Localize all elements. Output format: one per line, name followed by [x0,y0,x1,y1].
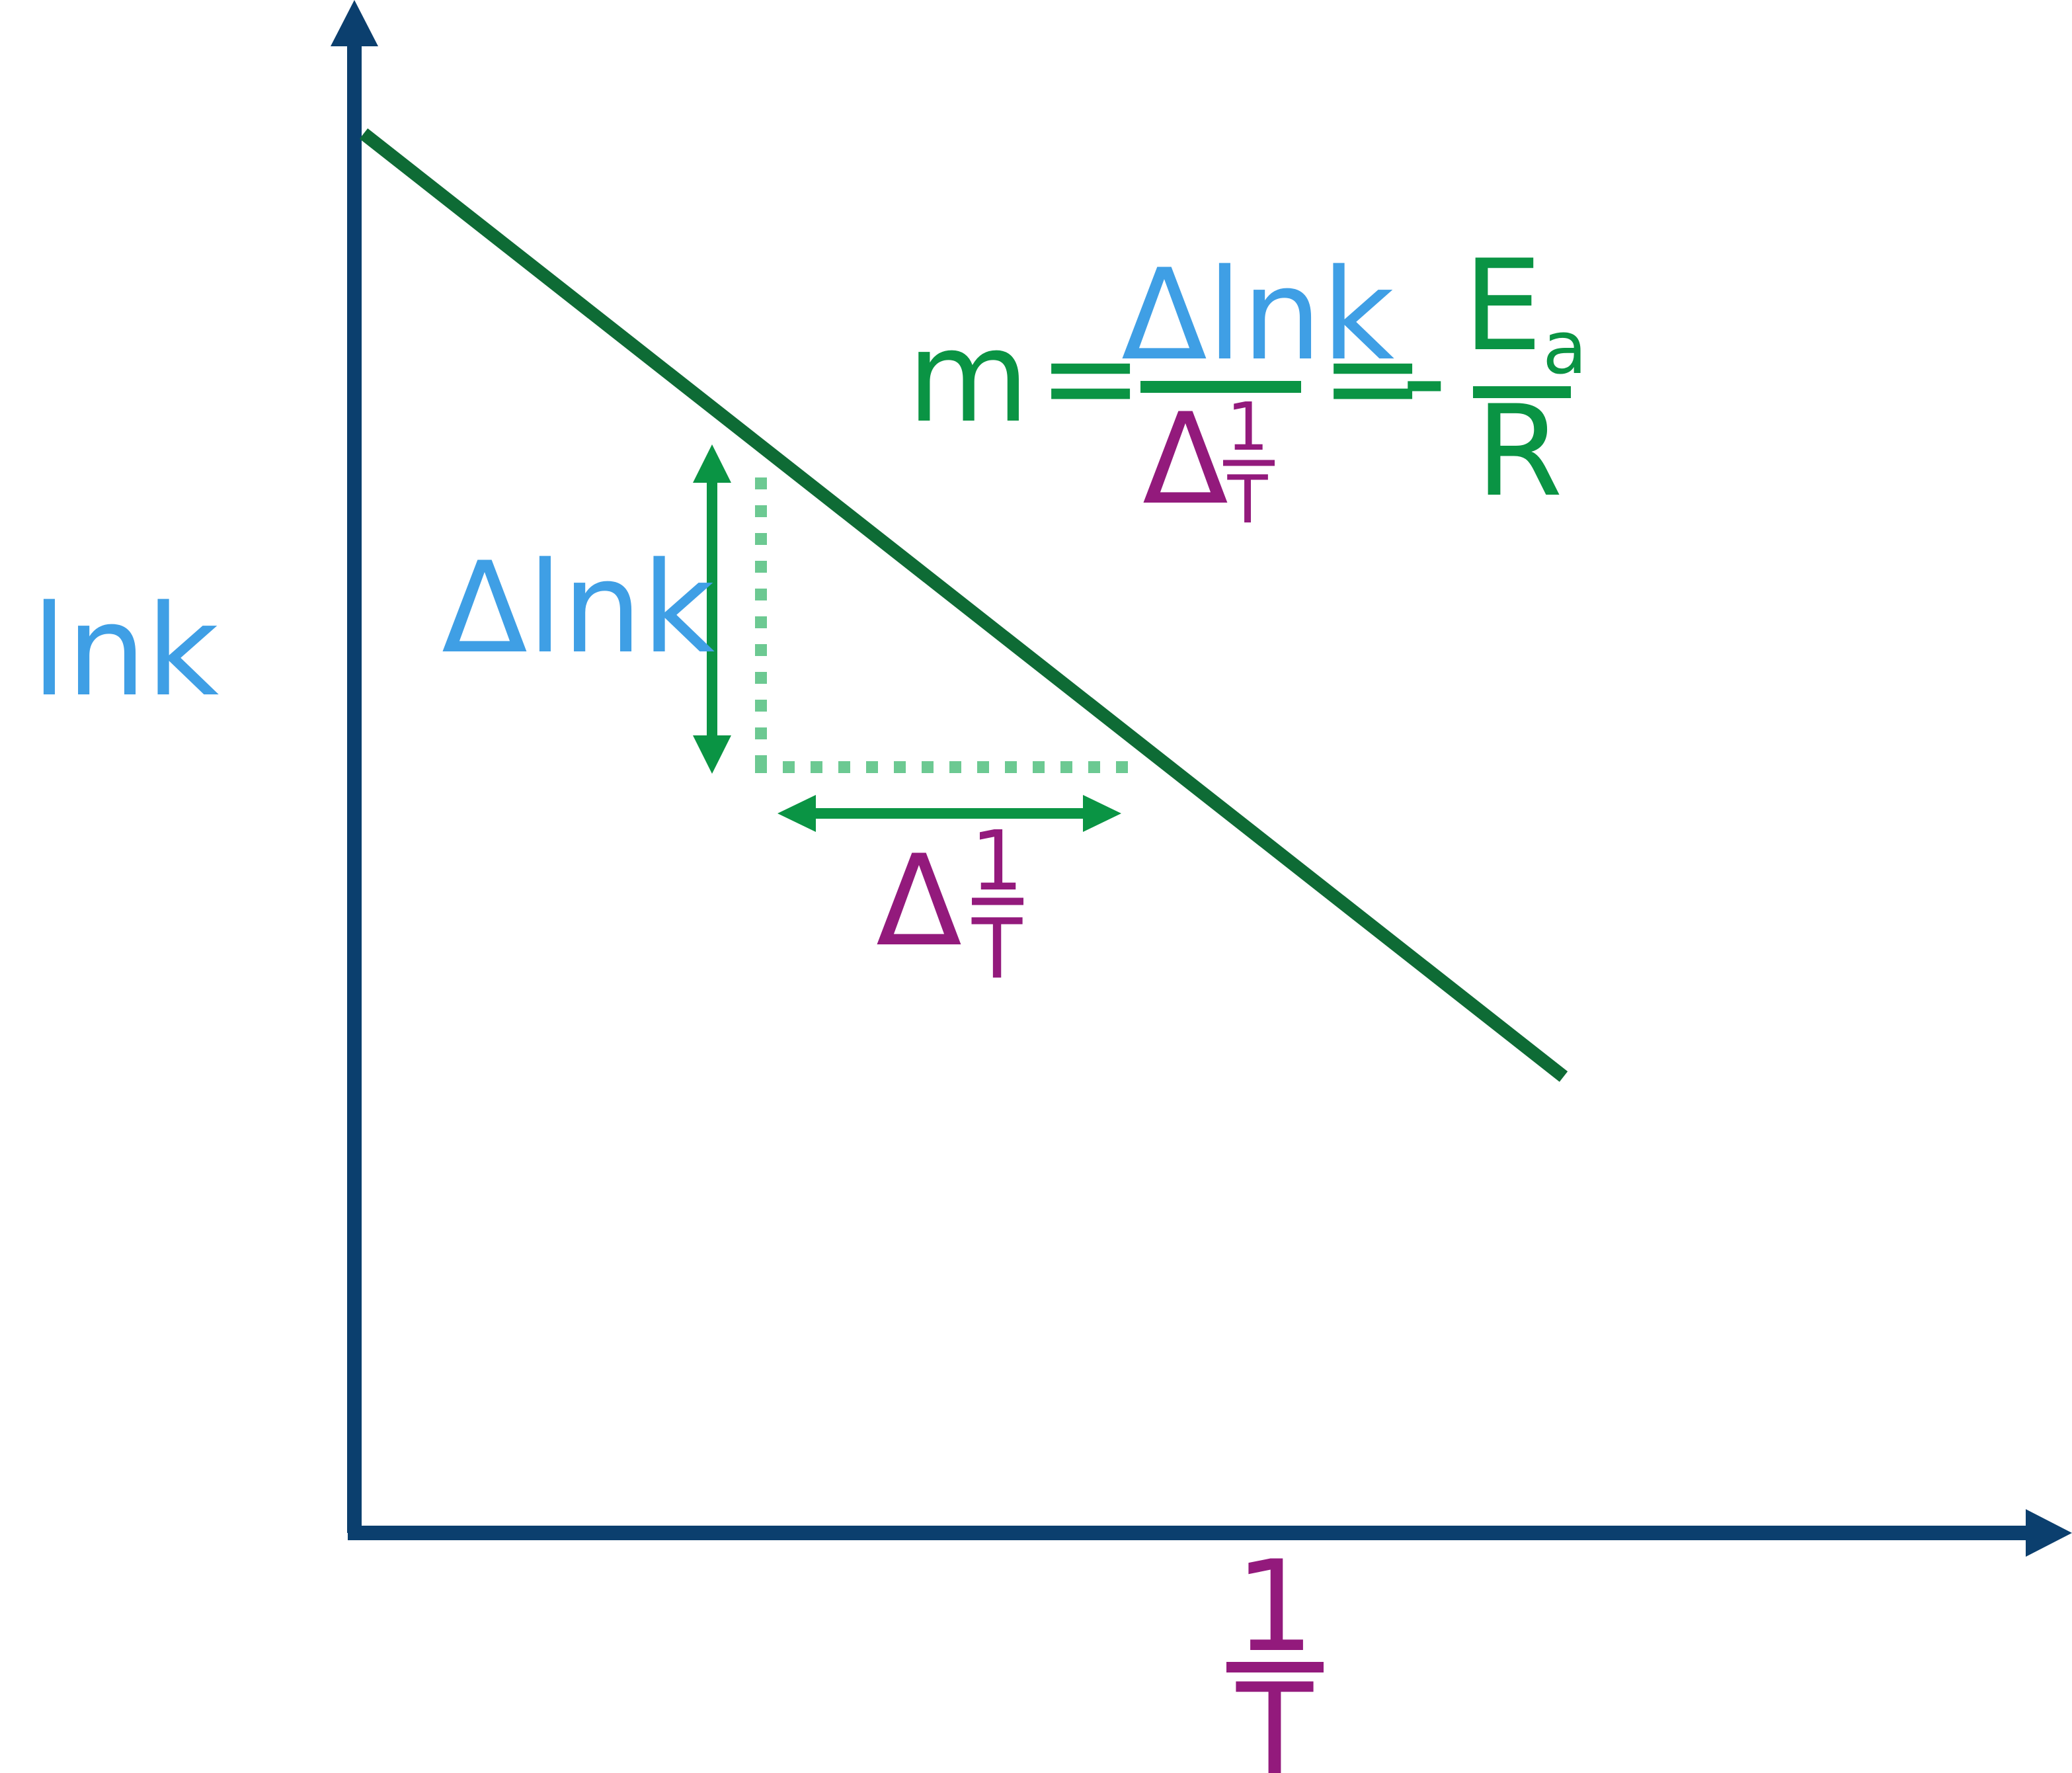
trend-line [359,128,1568,1082]
x-axis-arrowhead [2026,1509,2072,1557]
run-label-denominator: T [971,901,1023,997]
equation-slope-m: m [907,304,1029,450]
run-label-delta: Δ [876,828,962,974]
equation-frac2-numerator-main: E [1463,233,1542,379]
equation-equals-1: = [1038,304,1143,450]
x-axis-label-numerator: 1 [1235,1534,1315,1680]
equation-equals-2: = [1320,304,1425,450]
equation-frac1-numerator-delta: Δ [1121,242,1207,388]
equation-frac2-numerator: Ea [1463,233,1587,390]
equation-frac1-numerator: Δlnk [1121,242,1394,388]
rise-arrow-head-down [693,735,731,774]
run-arrow-head-right [1083,795,1121,832]
equation-frac2-numerator-subscript: a [1542,306,1587,390]
equation-minus: - [1402,304,1447,450]
rise-label-delta: Δ [442,535,528,681]
equation-frac1-denominator-numerator: 1 [1226,388,1269,466]
rise-label: Δlnk [442,535,715,681]
run-arrow-head-left [777,795,816,832]
rise-label-text: lnk [528,535,715,681]
rise-arrow-head-up [693,444,731,483]
x-axis-label-denominator: T [1236,1657,1314,1773]
run-label-numerator: 1 [971,813,1023,909]
y-axis-label: lnk [32,578,219,724]
equation-frac1-denominator-denominator: T [1226,461,1268,538]
equation-frac1-numerator-text: lnk [1207,242,1394,388]
equation-frac2-denominator: R [1476,378,1563,524]
y-axis-arrowhead [331,0,378,46]
equation-frac1-denominator-delta: Δ [1142,386,1228,532]
